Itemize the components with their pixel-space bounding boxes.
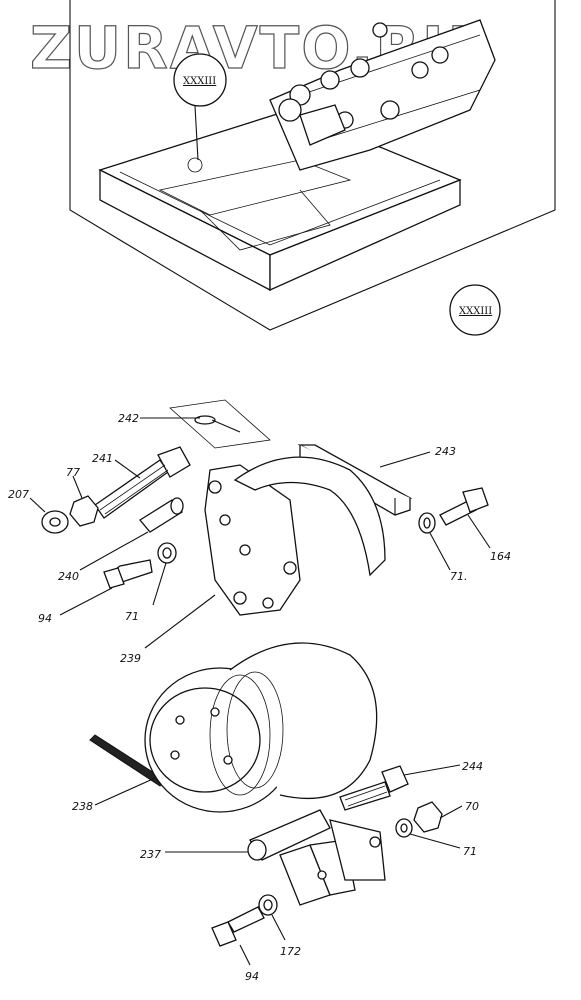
label-94-lower: 94 [245, 970, 259, 983]
label-238: 238 [72, 800, 93, 813]
part-94-bolt-lower [211, 906, 265, 966]
part-172-washer [258, 894, 286, 941]
label-164: 164 [490, 550, 511, 563]
part-71-washer-right [418, 512, 451, 571]
label-70: 70 [465, 800, 479, 813]
label-94-upper: 94 [38, 612, 52, 625]
generator-pulley [144, 642, 378, 813]
callout-label-top: XXXIII [183, 76, 216, 87]
part-164-bolt [439, 487, 491, 549]
label-244: 244 [462, 760, 483, 773]
part-237-bracket [165, 809, 386, 906]
label-71-left: 71 [125, 610, 139, 623]
label-237: 237 [140, 848, 161, 861]
label-71-right: 71. [450, 570, 468, 583]
callout-circle-top [173, 53, 227, 107]
part-241-long-bolt [94, 446, 191, 519]
label-71-lower: 71 [463, 845, 477, 858]
callout-circle-bottom [449, 284, 501, 336]
part-71-washer-left [152, 542, 177, 606]
label-239: 239 [120, 652, 141, 665]
label-77: 77 [66, 466, 80, 479]
label-240: 240 [58, 570, 79, 583]
part-77-nut [69, 475, 99, 527]
label-207: 207 [8, 488, 29, 501]
part-70-nut [413, 801, 463, 833]
label-241: 241 [92, 452, 113, 465]
part-207-washer [29, 497, 69, 534]
callout-label-bottom: XXXIII [459, 306, 492, 317]
part-242-cotter-pin [140, 399, 271, 449]
label-242: 242 [118, 412, 139, 425]
part-240-pin [79, 497, 184, 571]
part-239-bracket [144, 456, 386, 649]
inset-assembly: XXXIII [69, 0, 556, 331]
part-94-bolt-upper [59, 559, 153, 616]
part-244-bolt [339, 764, 461, 811]
part-71-washer-lower [395, 818, 461, 849]
label-172: 172 [280, 945, 301, 958]
label-243: 243 [435, 445, 456, 458]
